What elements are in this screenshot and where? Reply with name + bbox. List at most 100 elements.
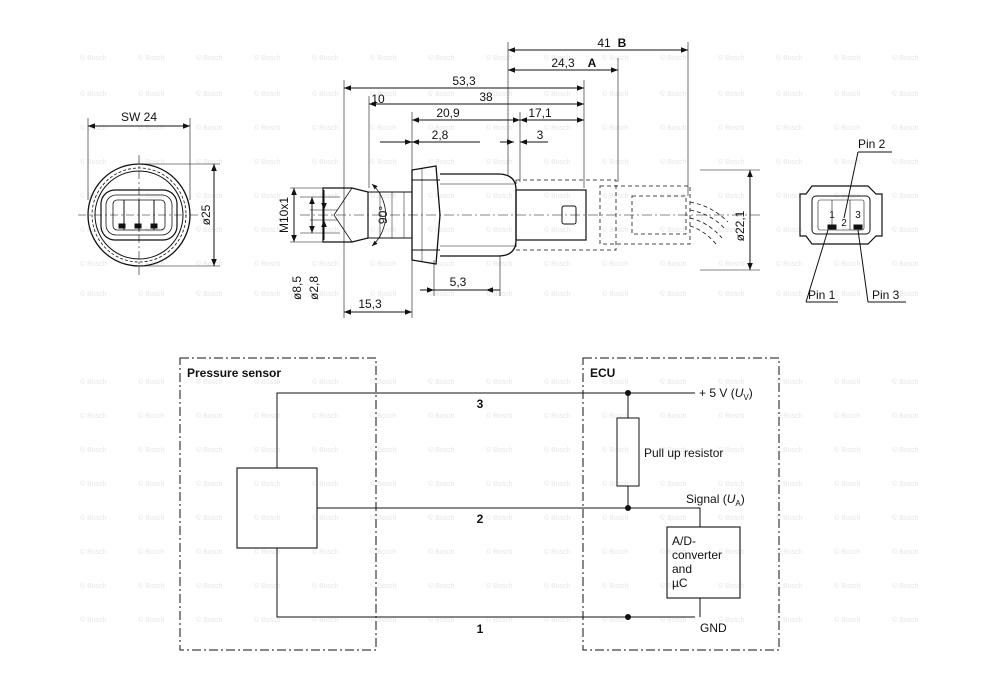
watermark-text: © Bosch [370,480,397,488]
dim-15-3: 15,3 [358,297,382,311]
watermark-text: © Bosch [138,616,165,624]
watermark-text: © Bosch [428,446,455,454]
watermark-text: © Bosch [834,54,861,62]
watermark-text: © Bosch [80,54,107,62]
watermark-text: © Bosch [312,616,339,624]
watermark-text: © Bosch [718,548,745,556]
watermark-text: © Bosch [892,446,919,454]
watermark-text: © Bosch [892,616,919,624]
watermark-text: © Bosch [544,158,571,166]
dim-53-3: 53,3 [452,74,476,88]
watermark-text: © Bosch [138,124,165,132]
watermark-text: © Bosch [602,412,629,420]
watermark-text: © Bosch [718,582,745,590]
watermark-text: © Bosch [80,90,107,98]
watermark-text: © Bosch [718,616,745,624]
watermark-text: © Bosch [776,480,803,488]
watermark-text: © Bosch [370,124,397,132]
watermark-text: © Bosch [660,514,687,522]
watermark-text: © Bosch [602,290,629,298]
watermark-text: © Bosch [312,514,339,522]
watermark-text: © Bosch [80,514,107,522]
watermark-text: © Bosch [834,124,861,132]
junction-dots [625,390,631,620]
watermark-text: © Bosch [892,192,919,200]
watermark-text: © Bosch [196,548,223,556]
watermark-text: © Bosch [254,124,281,132]
watermark-text: © Bosch [428,226,455,234]
sensor-element [236,467,318,549]
watermark-text: © Bosch [776,226,803,234]
watermark-text: © Bosch [370,616,397,624]
watermark-text: © Bosch [486,480,513,488]
watermark-text: © Bosch [602,616,629,624]
watermark-text: © Bosch [834,412,861,420]
watermark-text: © Bosch [80,616,107,624]
watermark-text: © Bosch [486,446,513,454]
watermark-text: © Bosch [602,446,629,454]
watermark-text: © Bosch [892,260,919,268]
watermark-text: © Bosch [486,124,513,132]
watermark-text: © Bosch [834,514,861,522]
watermark-text: © Bosch [312,378,339,386]
dim-d22-1: ø22,1 [733,210,747,241]
watermark-text: © Bosch [196,290,223,298]
watermark-text: © Bosch [718,514,745,522]
watermark-text: © Bosch [254,192,281,200]
watermark-text: © Bosch [544,260,571,268]
supply-label: + 5 V (UV) [699,386,753,402]
watermark-text: © Bosch [312,446,339,454]
watermark-text: © Bosch [660,192,687,200]
watermark-text: © Bosch [80,124,107,132]
dim-5-3: 5,3 [450,275,467,289]
watermark-text: © Bosch [544,290,571,298]
pin-num-2: 2 [841,218,847,229]
watermark-text: © Bosch [80,446,107,454]
dim-38: 38 [479,90,493,104]
watermark-text: © Bosch [428,378,455,386]
watermark-text: © Bosch [196,260,223,268]
watermark-text: © Bosch [486,514,513,522]
watermark-text: © Bosch [196,54,223,62]
dim-41: 41 [597,36,611,50]
watermark-text: © Bosch [892,90,919,98]
watermark-text: © Bosch [660,54,687,62]
dim-sw24: SW 24 [121,110,157,124]
watermark-text: © Bosch [776,124,803,132]
wire-2 [317,507,701,527]
dim-24-3: 24,3 [551,56,575,70]
watermark-text: © Bosch [486,260,513,268]
watermark-text: © Bosch [718,378,745,386]
watermark-text: © Bosch [370,548,397,556]
watermark-text: © Bosch [254,412,281,420]
watermark-text: © Bosch [196,90,223,98]
watermark-text: © Bosch [138,548,165,556]
ecu-title: ECU [590,366,615,380]
watermark-text: © Bosch [602,260,629,268]
wire-1-label: 1 [477,622,484,636]
watermark-text: © Bosch [892,514,919,522]
watermark-text: © Bosch [428,158,455,166]
watermark-text: © Bosch [660,90,687,98]
watermark-text: © Bosch [486,54,513,62]
watermark-text: © Bosch [660,260,687,268]
watermark-text: © Bosch [428,412,455,420]
watermark-text: © Bosch [834,446,861,454]
watermark-text: © Bosch [486,192,513,200]
ecu-box [582,357,780,651]
watermark-text: © Bosch [602,54,629,62]
pin-num-3: 3 [855,210,861,221]
watermark-text: © Bosch [776,582,803,590]
watermark-text: © Bosch [254,514,281,522]
watermark-text: © Bosch [312,582,339,590]
watermark-text: © Bosch [312,158,339,166]
dim-d8-5: ø8,5 [290,276,304,300]
watermark-text: © Bosch [660,378,687,386]
watermark-text: © Bosch [834,158,861,166]
watermark-text: © Bosch [660,158,687,166]
watermark-text: © Bosch [602,548,629,556]
watermark-text: © Bosch [776,54,803,62]
watermark-text: © Bosch [544,124,571,132]
watermark-text: © Bosch [892,158,919,166]
